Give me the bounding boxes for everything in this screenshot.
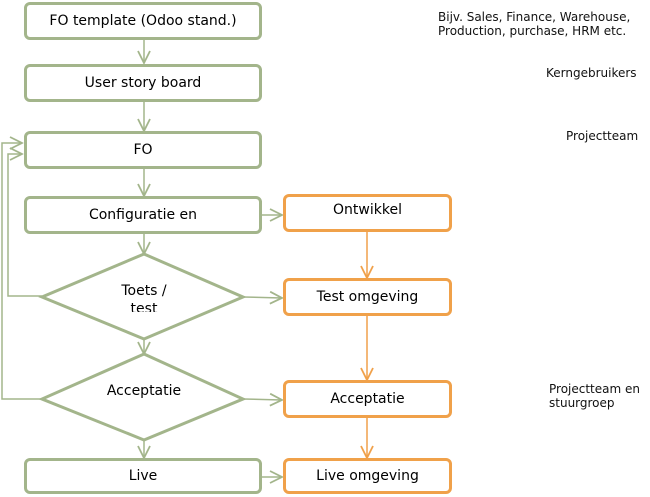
step-label: User story board [84,75,202,91]
note-line: Production, purchase, HRM etc. [438,24,627,38]
decision-acceptatie-label: Acceptatie [106,383,182,399]
step-label: FO [133,142,153,158]
step-user-story-board[interactable]: User story board [24,64,262,102]
arrow-toets-testomgeving [242,297,282,298]
env-test-omgeving[interactable]: Test omgeving [283,278,452,316]
decision-toets-line2: test [130,301,158,312]
decision-toets-line1: Toets / [121,283,167,299]
decision-acceptatie[interactable] [38,352,247,442]
step-label: FO template (Odoo stand.) [49,13,237,29]
step-fo[interactable]: FO [24,131,262,169]
step-label: Configuratie en [88,207,198,223]
step-configuratie[interactable]: Configuratie en [24,196,262,234]
step-fo-template[interactable]: FO template (Odoo stand.) [24,2,262,40]
loop-toets-to-fo [7,154,42,297]
env-label: Acceptatie [330,391,405,407]
note-line: Projectteam en [549,382,640,396]
decision-toets-label: Toets / test [94,282,194,312]
note-fo-template: Bijv. Sales, Finance, Warehouse, Product… [438,10,630,38]
env-label: Live omgeving [316,468,419,484]
env-label: Test omgeving [316,289,419,305]
note-fo: Projectteam [566,129,639,143]
env-live-omgeving[interactable]: Live omgeving [283,458,452,494]
loop-acceptatie-to-fo [1,143,42,400]
note-line: Bijv. Sales, Finance, Warehouse, [438,10,631,24]
env-label: Ontwikkel [333,202,402,218]
env-acceptatie[interactable]: Acceptatie [283,380,452,418]
note-acceptatie: Projectteam en stuurgroep [549,382,640,410]
note-user-story: Kerngebruikers [546,66,637,80]
step-label: Live [128,468,158,484]
arrow-acceptatie-acceptatieomgeving [242,399,282,400]
step-live[interactable]: Live [24,458,262,494]
env-ontwikkel[interactable]: Ontwikkel [283,194,452,232]
decision-toets-test[interactable] [38,252,247,341]
note-line: stuurgroep [549,396,615,410]
